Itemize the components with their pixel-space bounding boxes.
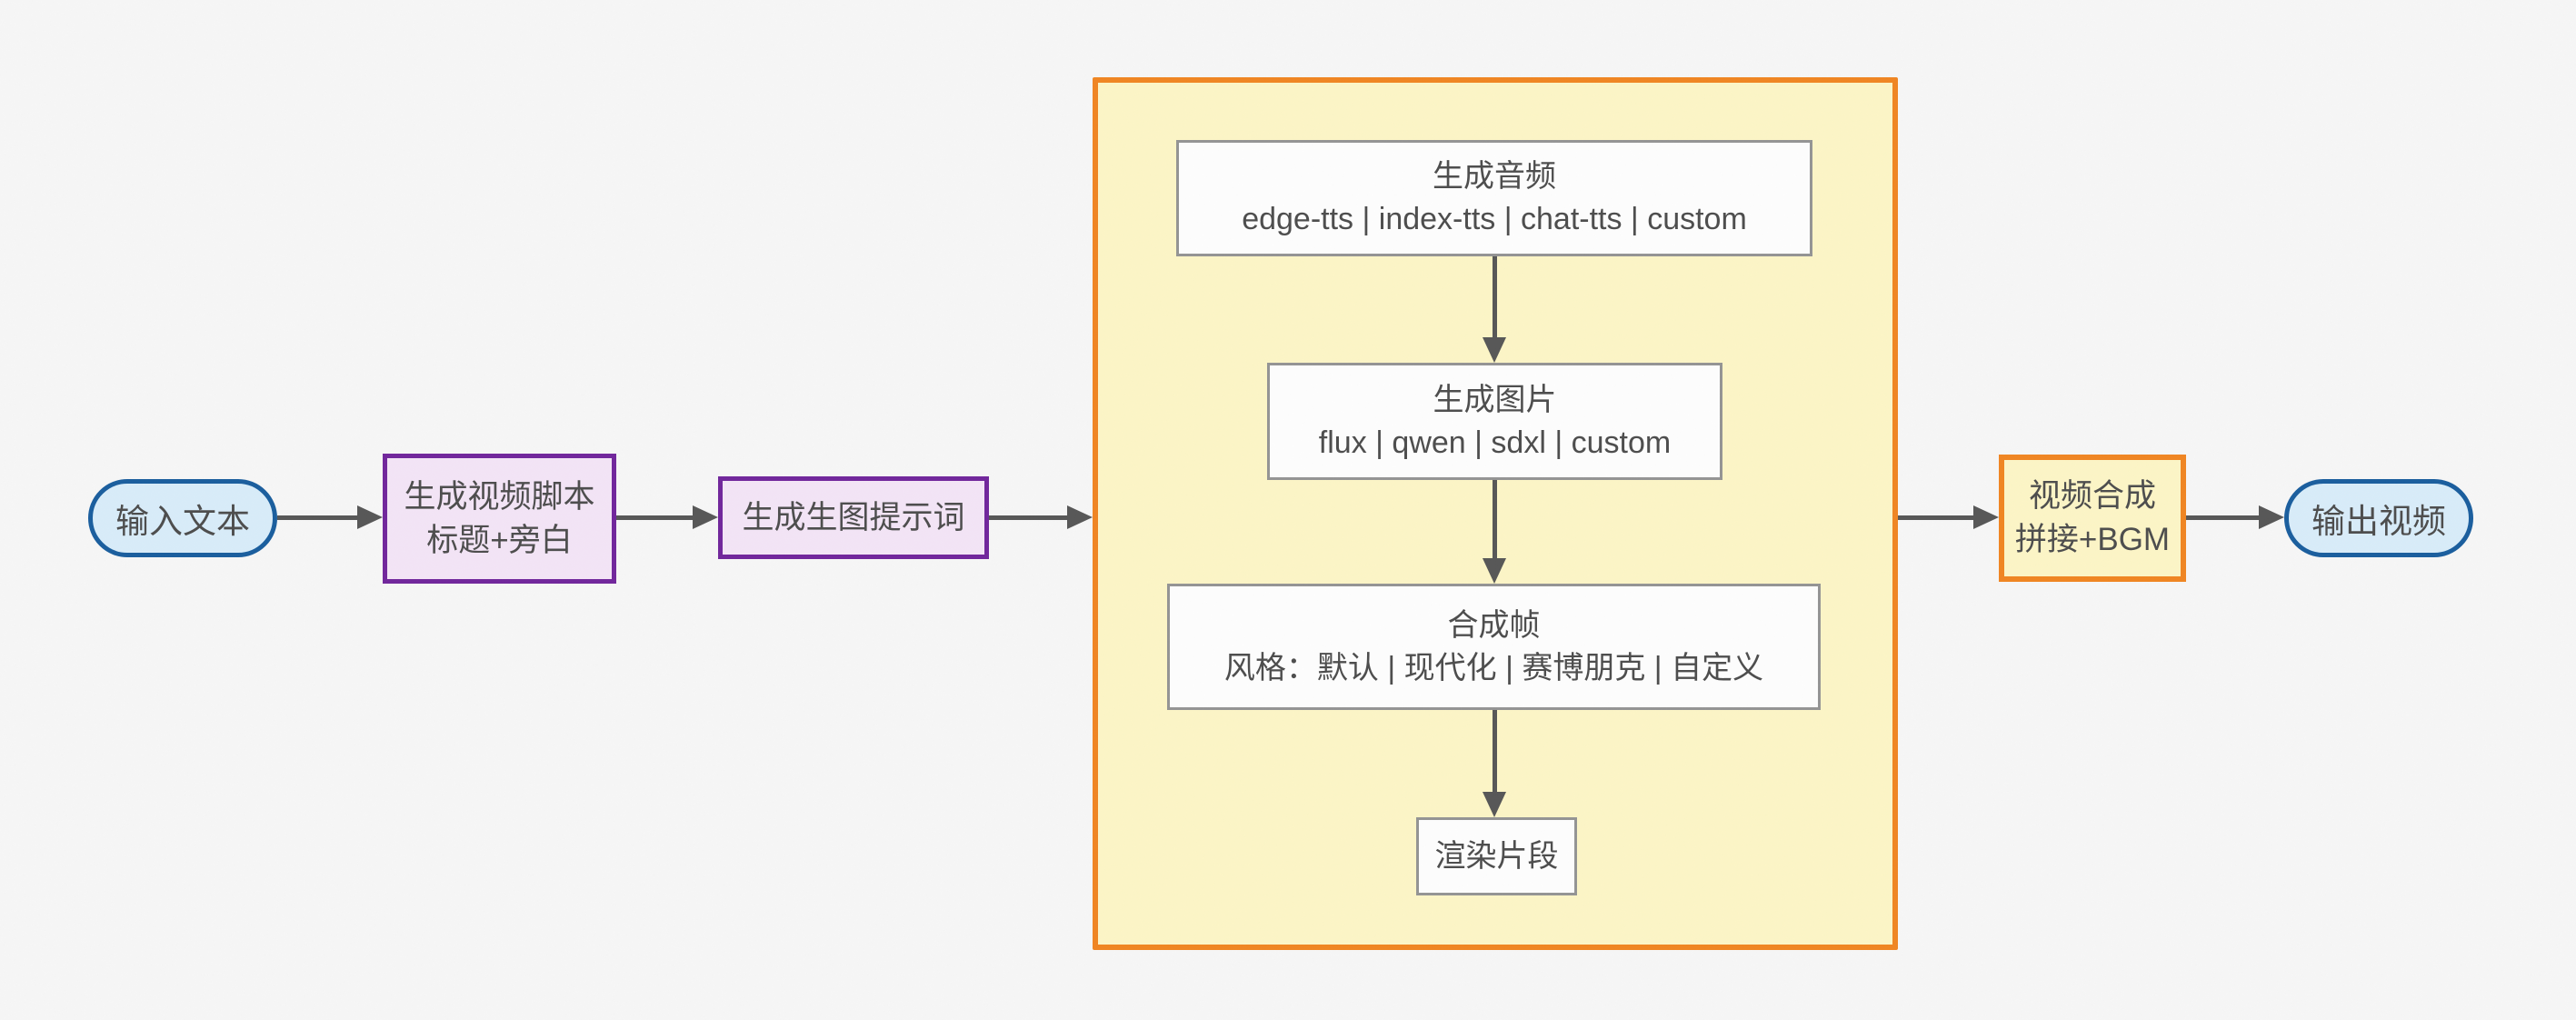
node-generate-image-line2: flux | qwen | sdxl | custom	[1318, 425, 1672, 460]
node-video-compose-line1: 视频合成	[2028, 478, 2156, 514]
node-input-text-label: 输入文本	[115, 503, 250, 540]
node-generate-prompt: 生成生图提示词	[718, 476, 989, 559]
node-output-video-label: 输出视频	[2311, 503, 2446, 540]
node-compose-frames-line1: 合成帧	[1447, 607, 1541, 643]
node-generate-script-line1: 生成视频脚本	[404, 478, 595, 515]
node-input-text: 输入文本	[88, 479, 277, 557]
node-output-video: 输出视频	[2284, 479, 2473, 557]
node-compose-frames-line2: 风格：默认 | 现代化 | 赛博朋克 | 自定义	[1223, 650, 1764, 685]
node-generate-audio-line2: edge-tts | index-tts | chat-tts | custom	[1242, 202, 1747, 236]
node-generate-script: 生成视频脚本 标题+旁白	[383, 454, 616, 584]
node-generate-audio-line1: 生成音频	[1433, 159, 1556, 194]
arrow-script-to-prompt	[616, 505, 718, 529]
node-render-clips-label: 渲染片段	[1434, 838, 1559, 874]
arrow-prompt-to-pipeline	[989, 505, 1093, 529]
arrow-compose-to-output	[2186, 505, 2284, 529]
node-render-clips: 渲染片段	[1416, 817, 1577, 895]
node-generate-image-line1: 生成图片	[1433, 382, 1557, 417]
arrow-frame-to-render	[1483, 710, 1506, 817]
node-video-compose-line2: 拼接+BGM	[2014, 522, 2171, 557]
node-video-compose: 视频合成 拼接+BGM	[1999, 455, 2186, 582]
node-compose-frames: 合成帧 风格：默认 | 现代化 | 赛博朋克 | 自定义	[1167, 584, 1821, 710]
arrow-image-to-frame	[1483, 480, 1506, 584]
arrow-input-to-script	[277, 505, 383, 529]
arrow-pipeline-to-compose	[1898, 505, 1999, 529]
node-generate-script-line2: 标题+旁白	[426, 522, 573, 558]
node-generate-image: 生成图片 flux | qwen | sdxl | custom	[1267, 363, 1722, 480]
arrow-audio-to-image	[1483, 256, 1506, 363]
node-generate-prompt-label: 生成生图提示词	[742, 499, 965, 535]
node-generate-audio: 生成音频 edge-tts | index-tts | chat-tts | c…	[1176, 140, 1812, 256]
